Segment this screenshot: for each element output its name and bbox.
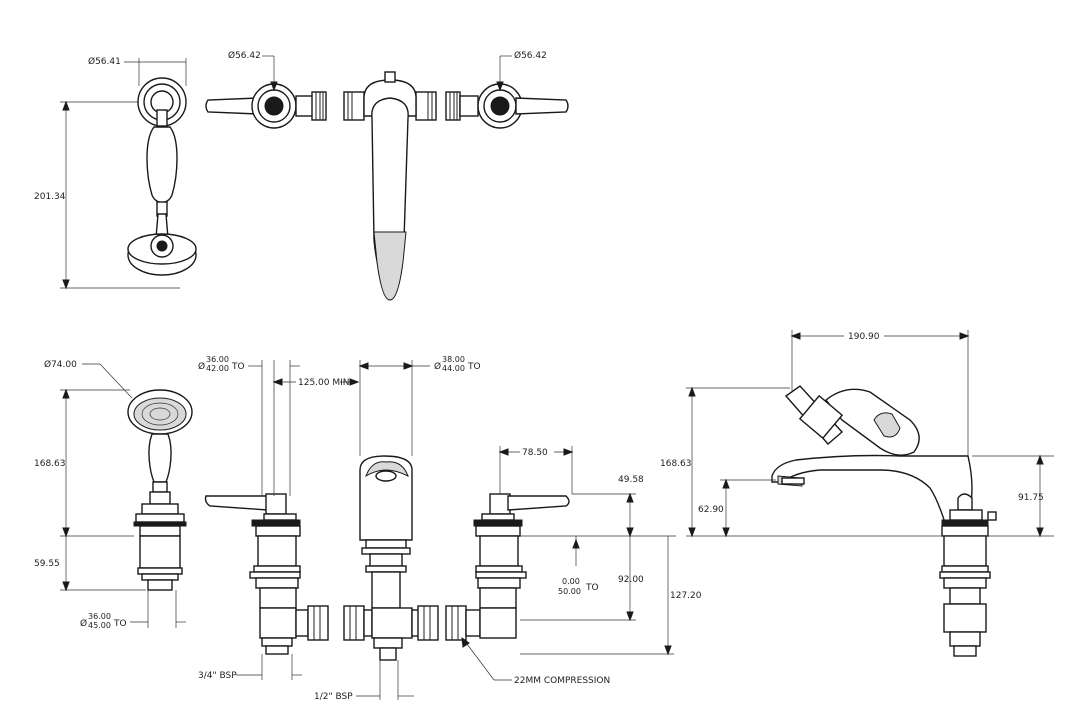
label-handshower-below-deck: 59.55 [34, 559, 60, 569]
label-compression: 22MM COMPRESSION [514, 676, 610, 686]
label-below-deck-127: 127.20 [670, 591, 702, 601]
side-view-assembly [771, 385, 997, 657]
label-deck-thickness-bottom: 50.00 [558, 587, 581, 596]
label-deck-thickness-to: TO [585, 583, 599, 593]
label-below-deck-92: 92.00 [618, 575, 644, 585]
top-view-handshower [127, 77, 197, 276]
label-valve-hole-top: 36.00 [206, 355, 229, 364]
label-top-handshower-height: 201.34 [34, 192, 66, 202]
label-valve-hole-prefix: Ø [198, 361, 205, 372]
front-view-left-valve [204, 493, 329, 655]
label-side-total-height: 168.63 [660, 459, 692, 469]
label-inlet-bsp-12: 1/2" BSP [314, 692, 353, 702]
dim-front-handshower [60, 363, 186, 628]
label-valve-hole-to: TO [231, 362, 245, 372]
label-inlet-bsp-34: 3/4" BSP [198, 671, 237, 681]
dim-front-right-valve [461, 446, 676, 681]
top-view-right-valve [445, 83, 569, 129]
label-handshower-head-dia: Ø74.00 [44, 359, 77, 370]
label-spout-spacing: 125.00 MIN [298, 378, 350, 388]
label-spout-hole-bottom: 44.00 [442, 364, 465, 373]
dim-side-view [686, 330, 1054, 538]
label-handshower-hole-to: TO [113, 619, 127, 629]
front-view-right-valve [445, 493, 570, 641]
label-side-spout-reach: 190.90 [848, 332, 880, 342]
label-spout-hole-prefix: Ø [434, 361, 441, 372]
label-handshower-hole-prefix: Ø [80, 618, 87, 629]
dim-front-spout [356, 360, 430, 700]
label-top-right-valve-dia: Ø56.42 [514, 50, 547, 61]
label-deck-thickness-top: 0.00 [562, 577, 580, 586]
label-side-spout-height: 62.90 [698, 505, 724, 515]
front-view-spout [343, 455, 439, 661]
dim-top-handshower [60, 58, 187, 290]
label-handshower-height: 168.63 [34, 459, 66, 469]
top-view-left-valve [205, 83, 327, 129]
label-handshower-hole-bottom: 45.00 [88, 621, 111, 630]
front-view-handshower [127, 389, 193, 591]
label-lever-length: 78.50 [522, 448, 548, 458]
top-view-spout [343, 71, 437, 301]
label-handshower-hole-top: 36.00 [88, 612, 111, 621]
dim-front-left-valve [236, 360, 360, 680]
label-spout-hole-top: 38.00 [442, 355, 465, 364]
label-lever-height: 49.58 [618, 475, 644, 485]
label-valve-hole-bottom: 42.00 [206, 364, 229, 373]
label-spout-hole-to: TO [467, 362, 481, 372]
label-top-left-valve-dia: Ø56.42 [228, 50, 261, 61]
label-side-body-height: 91.75 [1018, 493, 1044, 503]
label-top-handshower-dia: Ø56.41 [88, 56, 121, 67]
